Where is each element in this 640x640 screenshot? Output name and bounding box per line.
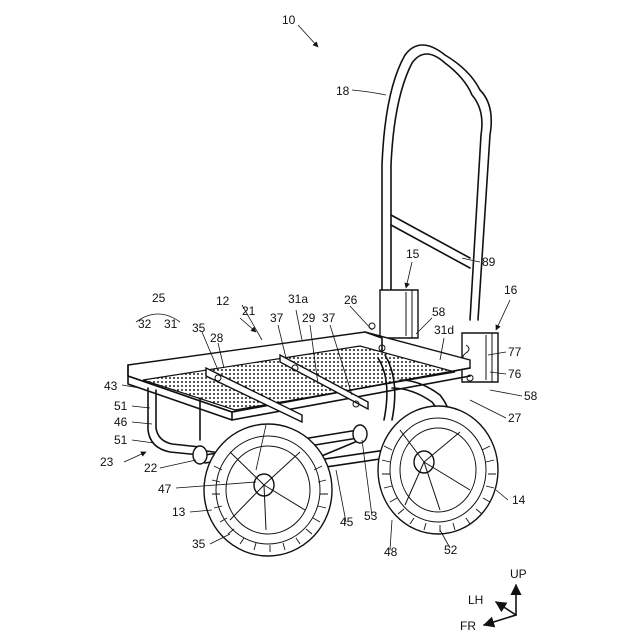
right-wheel-14 xyxy=(378,406,498,534)
label-26: 26 xyxy=(344,293,358,307)
label-35-bottom: 35 xyxy=(192,537,206,551)
label-58-top: 58 xyxy=(432,305,446,319)
label-51-upper: 51 xyxy=(114,399,128,413)
label-15: 15 xyxy=(406,247,420,261)
reference-labels: 10 18 89 15 16 25 32 31 12 21 31a 26 58 … xyxy=(100,13,538,633)
label-76: 76 xyxy=(508,367,522,381)
label-10: 10 xyxy=(282,13,296,27)
label-14: 14 xyxy=(512,493,526,507)
left-wheel-13 xyxy=(204,424,332,556)
label-21: 21 xyxy=(242,304,256,318)
label-37-left: 37 xyxy=(270,311,284,325)
label-35-top: 35 xyxy=(192,321,206,335)
label-27: 27 xyxy=(508,411,522,425)
label-29: 29 xyxy=(302,311,316,325)
label-43: 43 xyxy=(104,379,118,393)
label-48: 48 xyxy=(384,545,398,559)
label-25: 25 xyxy=(152,291,166,305)
label-46: 46 xyxy=(114,415,128,429)
direction-axes xyxy=(484,585,516,625)
label-52: 52 xyxy=(444,543,458,557)
label-45: 45 xyxy=(340,515,354,529)
label-89: 89 xyxy=(482,255,496,269)
label-23: 23 xyxy=(100,455,114,469)
label-13: 13 xyxy=(172,505,186,519)
axis-label-up: UP xyxy=(510,567,527,581)
label-53: 53 xyxy=(364,509,378,523)
axis-label-fr: FR xyxy=(460,619,476,633)
label-22: 22 xyxy=(144,461,158,475)
label-32: 32 xyxy=(138,317,152,331)
label-51-lower: 51 xyxy=(114,433,128,447)
label-28: 28 xyxy=(210,331,224,345)
label-18: 18 xyxy=(336,84,350,98)
label-31d: 31d xyxy=(434,323,454,337)
label-31a: 31a xyxy=(288,292,308,306)
label-58-bottom: 58 xyxy=(524,389,538,403)
label-31: 31 xyxy=(164,317,178,331)
axis-label-lh: LH xyxy=(468,593,483,607)
label-37-right: 37 xyxy=(322,311,336,325)
label-47: 47 xyxy=(158,482,172,496)
label-12: 12 xyxy=(216,294,230,308)
label-77: 77 xyxy=(508,345,522,359)
label-16: 16 xyxy=(504,283,518,297)
